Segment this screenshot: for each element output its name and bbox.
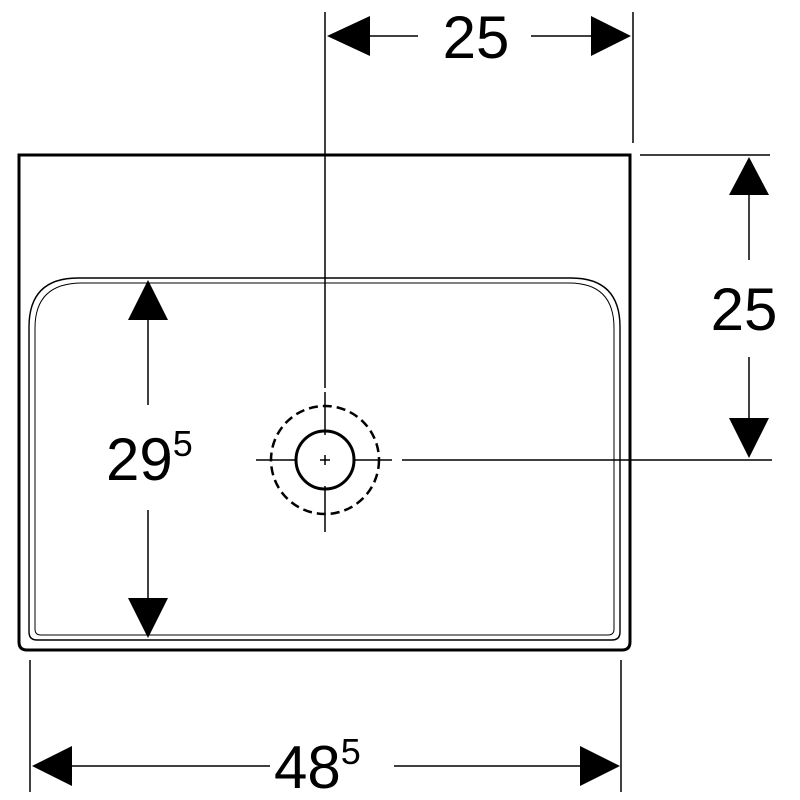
top-dimension-label: 25 [443, 4, 510, 71]
right-dimension: 25 [640, 154, 778, 458]
top-arrowhead-left [327, 16, 370, 56]
inner-depth-label: 295 [106, 423, 193, 493]
basin-inner-bowl [28, 277, 621, 641]
right-arrowhead-bottom [729, 418, 769, 458]
inner-depth-arrowhead-top [128, 280, 168, 320]
basin-outer-outline [17, 153, 632, 652]
width-arrowhead-left [32, 746, 72, 786]
inner-depth-dimension: 295 [106, 280, 193, 638]
overall-width-dimension: 485 [29, 660, 622, 800]
inner-depth-main: 29 [106, 426, 173, 493]
right-arrowhead-top [729, 157, 769, 195]
overall-width-superscript: 5 [341, 731, 361, 772]
right-dimension-label: 25 [711, 276, 778, 343]
top-arrowhead-right [591, 16, 631, 56]
top-dimension: 25 [327, 4, 634, 143]
inner-depth-superscript: 5 [173, 423, 193, 464]
inner-depth-arrowhead-bottom [128, 598, 168, 638]
basin-inner-bowl-edge [34, 282, 615, 636]
width-arrowhead-right [580, 746, 620, 786]
overall-width-label: 485 [274, 731, 361, 800]
overall-width-main: 48 [274, 734, 341, 800]
